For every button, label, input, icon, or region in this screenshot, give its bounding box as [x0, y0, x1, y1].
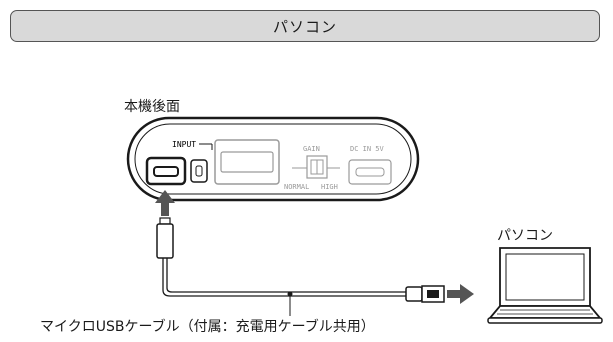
laptop-icon: [487, 247, 603, 324]
arrow-right-icon: [447, 284, 474, 304]
section-title: パソコン: [272, 17, 337, 36]
computer-label: パソコン: [497, 228, 553, 244]
micro-usb-input-port: [145, 156, 187, 186]
gain-switch: [292, 155, 340, 179]
micro-usb-plug: [156, 217, 174, 259]
dc-in-port: [348, 159, 392, 185]
device-rear-label: 本機後面: [124, 99, 180, 115]
normal-label: NORMAL: [284, 183, 309, 191]
high-label: HIGH: [321, 183, 338, 191]
cable: [162, 258, 412, 297]
status-led: [190, 159, 208, 183]
input-port-label: INPUT: [172, 140, 196, 149]
arrow-up-icon: [155, 190, 175, 216]
gain-label: GAIN: [303, 145, 320, 153]
dc-in-label: DC IN 5V: [350, 145, 385, 153]
section-header: パソコン: [10, 10, 600, 42]
usb-a-plug: [405, 285, 445, 303]
cable-label: マイクロUSBケーブル（付属：充電用ケーブル共用）: [40, 319, 375, 335]
usb-a-port: [214, 139, 280, 185]
